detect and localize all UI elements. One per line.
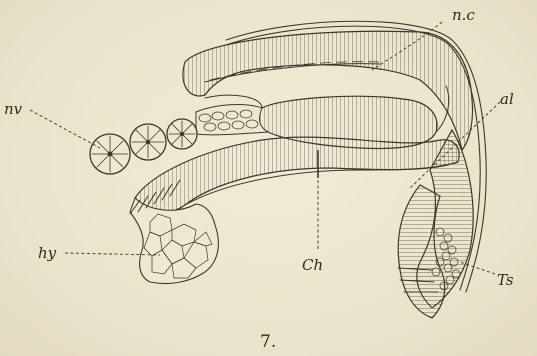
vesicle-1 <box>90 134 130 174</box>
label-hy: hy <box>38 244 57 262</box>
label-al: al <box>500 90 514 108</box>
label-ch: Ch <box>302 256 323 274</box>
label-ts: Ts <box>497 271 514 289</box>
vesicle-3 <box>167 119 197 149</box>
label-nc: n.c <box>452 6 475 24</box>
leader-nv <box>30 110 100 148</box>
figure-number: 7. <box>260 332 276 352</box>
vacuolated-cells <box>196 105 268 135</box>
vesicle-2 <box>130 124 166 160</box>
label-nv: nv <box>4 100 23 118</box>
